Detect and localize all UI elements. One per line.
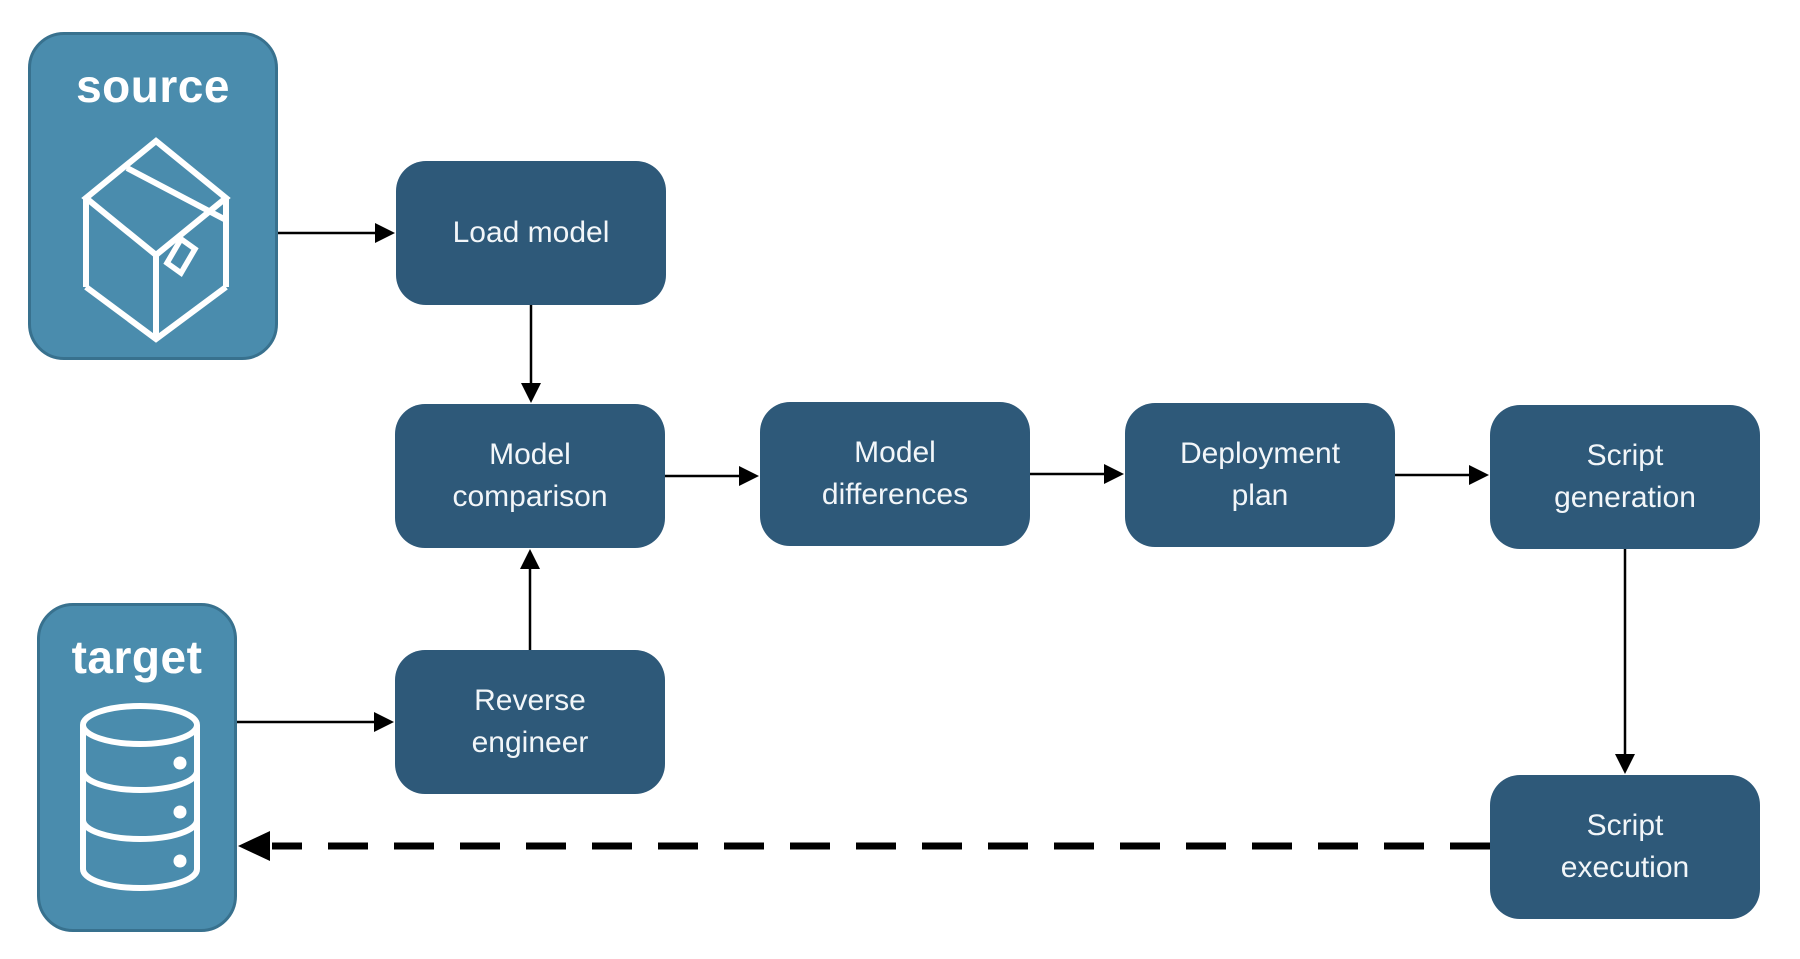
node-script-execution-label: Script execution	[1560, 809, 1690, 884]
node-reverse-engineer-label: Reverse engineer	[471, 684, 589, 759]
node-reverse-engineer: Reverse engineer	[395, 650, 665, 794]
package-icon	[81, 137, 231, 343]
node-model-differences-label: Model differences	[821, 436, 969, 511]
node-model-comparison-label: Model comparison	[452, 438, 608, 513]
node-script-generation-label: Script generation	[1554, 439, 1696, 514]
node-deployment-plan: Deployment plan	[1125, 403, 1395, 547]
node-script-execution: Script execution	[1490, 775, 1760, 919]
node-script-generation: Script generation	[1490, 405, 1760, 549]
source-label: source	[76, 60, 230, 112]
node-load-model: Load model	[396, 161, 666, 305]
node-deployment-plan-label: Deployment plan	[1179, 437, 1341, 512]
node-load-model-label: Load model	[452, 216, 610, 249]
source-endpoint: source	[28, 32, 278, 360]
node-model-differences: Model differences	[760, 402, 1030, 546]
node-model-comparison: Model comparison	[395, 404, 665, 548]
edge-script-execution-to-target	[238, 831, 1490, 861]
target-label: target	[71, 631, 203, 683]
target-endpoint: target	[37, 603, 237, 932]
database-icon	[80, 703, 200, 891]
